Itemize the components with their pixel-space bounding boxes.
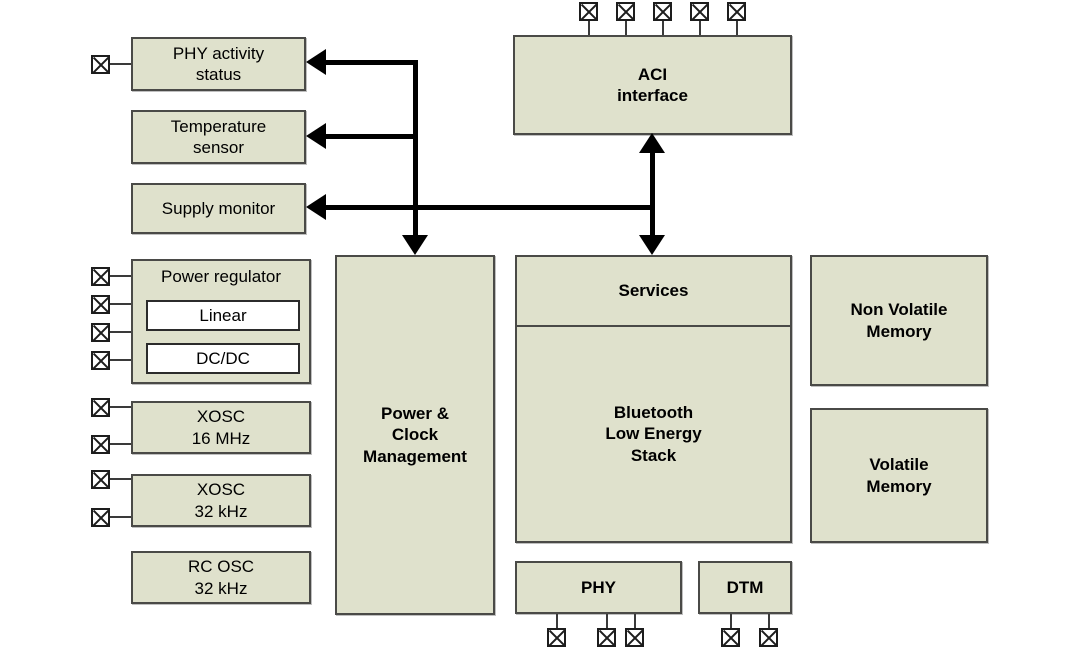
pin-pad-icon: [721, 628, 740, 647]
services-label: Services: [618, 281, 689, 301]
ble-stack-line2: Low Energy: [605, 424, 702, 444]
arrowhead-phy-activity-status: [306, 49, 326, 75]
aci-interface-line2: interface: [617, 86, 688, 105]
power-clock-management-line1: Power &: [380, 404, 450, 424]
power-clock-management-line2: Clock: [391, 425, 439, 445]
pin-lead: [768, 614, 770, 628]
block-power-regulator-linear[interactable]: Linear: [146, 300, 300, 331]
block-phy[interactable]: PHY: [515, 561, 682, 614]
xosc-16mhz-line2: 16 MHz: [191, 428, 251, 448]
pin-lead: [588, 21, 590, 35]
pin-pad-icon: [91, 55, 110, 74]
arrowhead-aci-up: [639, 133, 665, 153]
block-xosc-16mhz[interactable]: XOSC 16 MHz: [131, 401, 311, 454]
pin-pad-icon: [91, 267, 110, 286]
pin-pad-icon: [625, 628, 644, 647]
pin-pad-icon: [91, 351, 110, 370]
xosc-16mhz-line1: XOSC: [196, 407, 246, 427]
ble-stack-line1: Bluetooth: [613, 403, 694, 423]
block-services[interactable]: Services: [517, 257, 790, 325]
temperature-sensor-line2: sensor: [192, 138, 245, 157]
volatile-memory-line1: Volatile: [869, 455, 929, 475]
pin-pad-icon: [727, 2, 746, 21]
power-regulator-linear-label: Linear: [199, 305, 247, 325]
pin-lead: [699, 21, 701, 35]
temperature-sensor-line1: Temperature: [170, 116, 267, 136]
phy-activity-status-line2: status: [195, 65, 242, 84]
aci-interface-line1: ACI: [637, 64, 668, 84]
pin-lead: [110, 63, 133, 65]
pin-lead: [110, 359, 133, 361]
block-non-volatile-memory[interactable]: Non Volatile Memory: [810, 255, 988, 386]
pin-pad-icon: [91, 323, 110, 342]
pin-pad-icon: [91, 470, 110, 489]
pin-lead: [110, 478, 133, 480]
arrowhead-supply-monitor: [306, 194, 326, 220]
wire-vertical-trunk: [413, 60, 418, 242]
wire-aci-to-stack: [650, 148, 655, 243]
block-rc-osc-32khz[interactable]: RC OSC 32 kHz: [131, 551, 311, 604]
block-power-regulator[interactable]: Power regulator Linear DC/DC: [131, 259, 311, 384]
pin-lead: [110, 443, 133, 445]
power-clock-management-line3: Management: [363, 446, 467, 466]
pin-lead: [110, 331, 133, 333]
phy-label: PHY: [581, 577, 616, 597]
pin-pad-icon: [653, 2, 672, 21]
power-regulator-dcdc-label: DC/DC: [196, 348, 250, 368]
pin-lead: [110, 303, 133, 305]
dtm-label: DTM: [726, 577, 764, 597]
pin-pad-icon: [91, 295, 110, 314]
pin-pad-icon: [579, 2, 598, 21]
supply-monitor-label: Supply monitor: [161, 198, 276, 218]
wire-to-supply-monitor: [326, 205, 653, 210]
block-power-clock-management[interactable]: Power & Clock Management: [335, 255, 495, 615]
pin-pad-icon: [91, 398, 110, 417]
non-volatile-memory-line1: Non Volatile: [850, 300, 948, 320]
block-phy-activity-status[interactable]: PHY activity status: [131, 37, 306, 91]
pin-pad-icon: [690, 2, 709, 21]
pin-pad-icon: [597, 628, 616, 647]
pin-lead: [730, 614, 732, 628]
block-dtm[interactable]: DTM: [698, 561, 792, 614]
arrowhead-temperature-sensor: [306, 123, 326, 149]
rc-osc-32khz-line2: 32 kHz: [194, 578, 248, 598]
phy-activity-status-line1: PHY activity: [172, 43, 265, 63]
volatile-memory-line2: Memory: [866, 476, 932, 496]
block-supply-monitor[interactable]: Supply monitor: [131, 183, 306, 234]
block-temperature-sensor[interactable]: Temperature sensor: [131, 110, 306, 164]
wire-to-temperature-sensor: [326, 134, 418, 139]
wire-to-phy-activity-status: [326, 60, 418, 65]
services-stack-divider: [517, 325, 790, 327]
rc-osc-32khz-line1: RC OSC: [187, 557, 255, 577]
pin-pad-icon: [616, 2, 635, 21]
pin-lead: [736, 21, 738, 35]
pin-lead: [634, 614, 636, 628]
pin-lead: [110, 516, 133, 518]
pin-lead: [625, 21, 627, 35]
block-aci-interface[interactable]: ACI interface: [513, 35, 792, 135]
pin-pad-icon: [547, 628, 566, 647]
power-regulator-label: Power regulator: [160, 267, 281, 286]
pin-pad-icon: [91, 435, 110, 454]
pin-lead: [556, 614, 558, 628]
non-volatile-memory-line2: Memory: [866, 321, 932, 341]
ble-stack-line3: Stack: [630, 445, 677, 465]
block-power-regulator-dcdc[interactable]: DC/DC: [146, 343, 300, 374]
arrowhead-power-clock-management: [402, 235, 428, 255]
pin-lead: [110, 275, 133, 277]
block-xosc-32khz[interactable]: XOSC 32 kHz: [131, 474, 311, 527]
pin-lead: [662, 21, 664, 35]
arrowhead-stack-down: [639, 235, 665, 255]
pin-pad-icon: [91, 508, 110, 527]
block-ble-stack[interactable]: Bluetooth Low Energy Stack: [517, 327, 790, 541]
pin-lead: [110, 406, 133, 408]
block-volatile-memory[interactable]: Volatile Memory: [810, 408, 988, 543]
pin-pad-icon: [759, 628, 778, 647]
xosc-32khz-line2: 32 kHz: [194, 501, 248, 521]
block-stack-container: Services Bluetooth Low Energy Stack: [515, 255, 792, 543]
pin-lead: [606, 614, 608, 628]
xosc-32khz-line1: XOSC: [196, 480, 246, 500]
